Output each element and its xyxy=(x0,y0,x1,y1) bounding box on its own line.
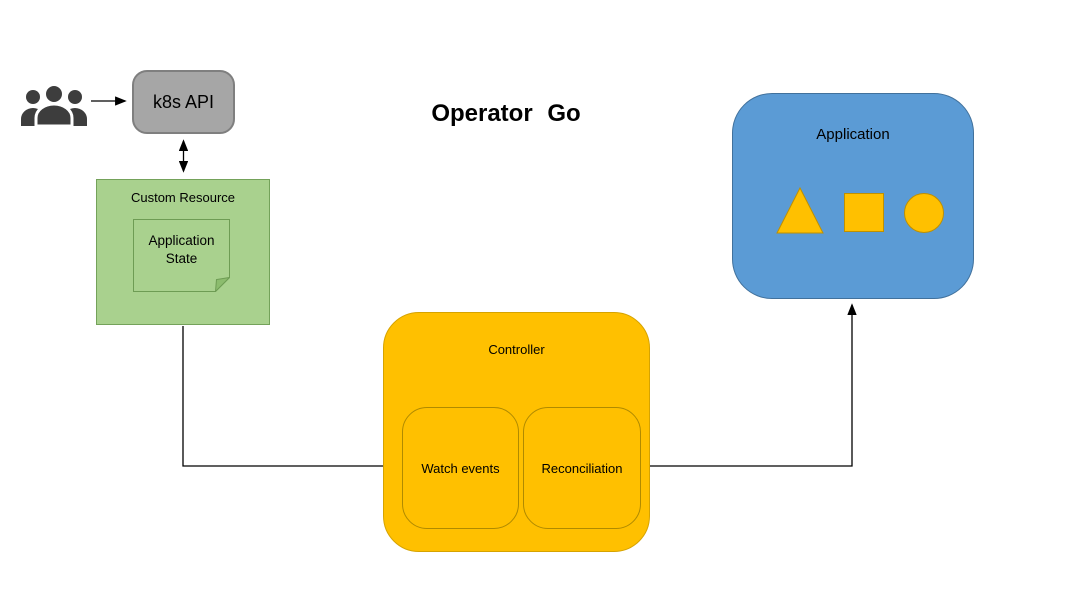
users-icon xyxy=(21,84,87,126)
node-k8s-api[interactable]: k8s API xyxy=(132,70,235,134)
node-controller[interactable]: Controller Watch events Reconciliation xyxy=(383,312,650,552)
note-shape-icon xyxy=(133,219,230,292)
custom-resource-label: Custom Resource xyxy=(130,190,236,205)
controller-label: Controller xyxy=(488,342,545,357)
connector-custom-resource-to-watch-events xyxy=(182,326,396,471)
node-application[interactable]: Application xyxy=(732,93,974,299)
application-state-note[interactable]: Application State xyxy=(133,219,230,292)
node-custom-resource[interactable]: Custom Resource Application State xyxy=(96,179,270,325)
circle-icon xyxy=(904,193,944,233)
k8s-api-label: k8s API xyxy=(152,91,215,112)
square-icon xyxy=(844,193,884,232)
node-reconciliation[interactable]: Reconciliation xyxy=(523,407,641,529)
connector-reconciliation-to-application xyxy=(641,303,857,467)
watch-events-label: Watch events xyxy=(421,460,500,476)
diagram-title: Operator Go xyxy=(431,100,581,127)
application-state-label: Application State xyxy=(148,233,215,267)
application-label: Application xyxy=(816,126,890,143)
triangle-icon xyxy=(776,187,824,234)
reconciliation-label: Reconciliation xyxy=(541,460,623,476)
node-watch-events[interactable]: Watch events xyxy=(402,407,519,529)
